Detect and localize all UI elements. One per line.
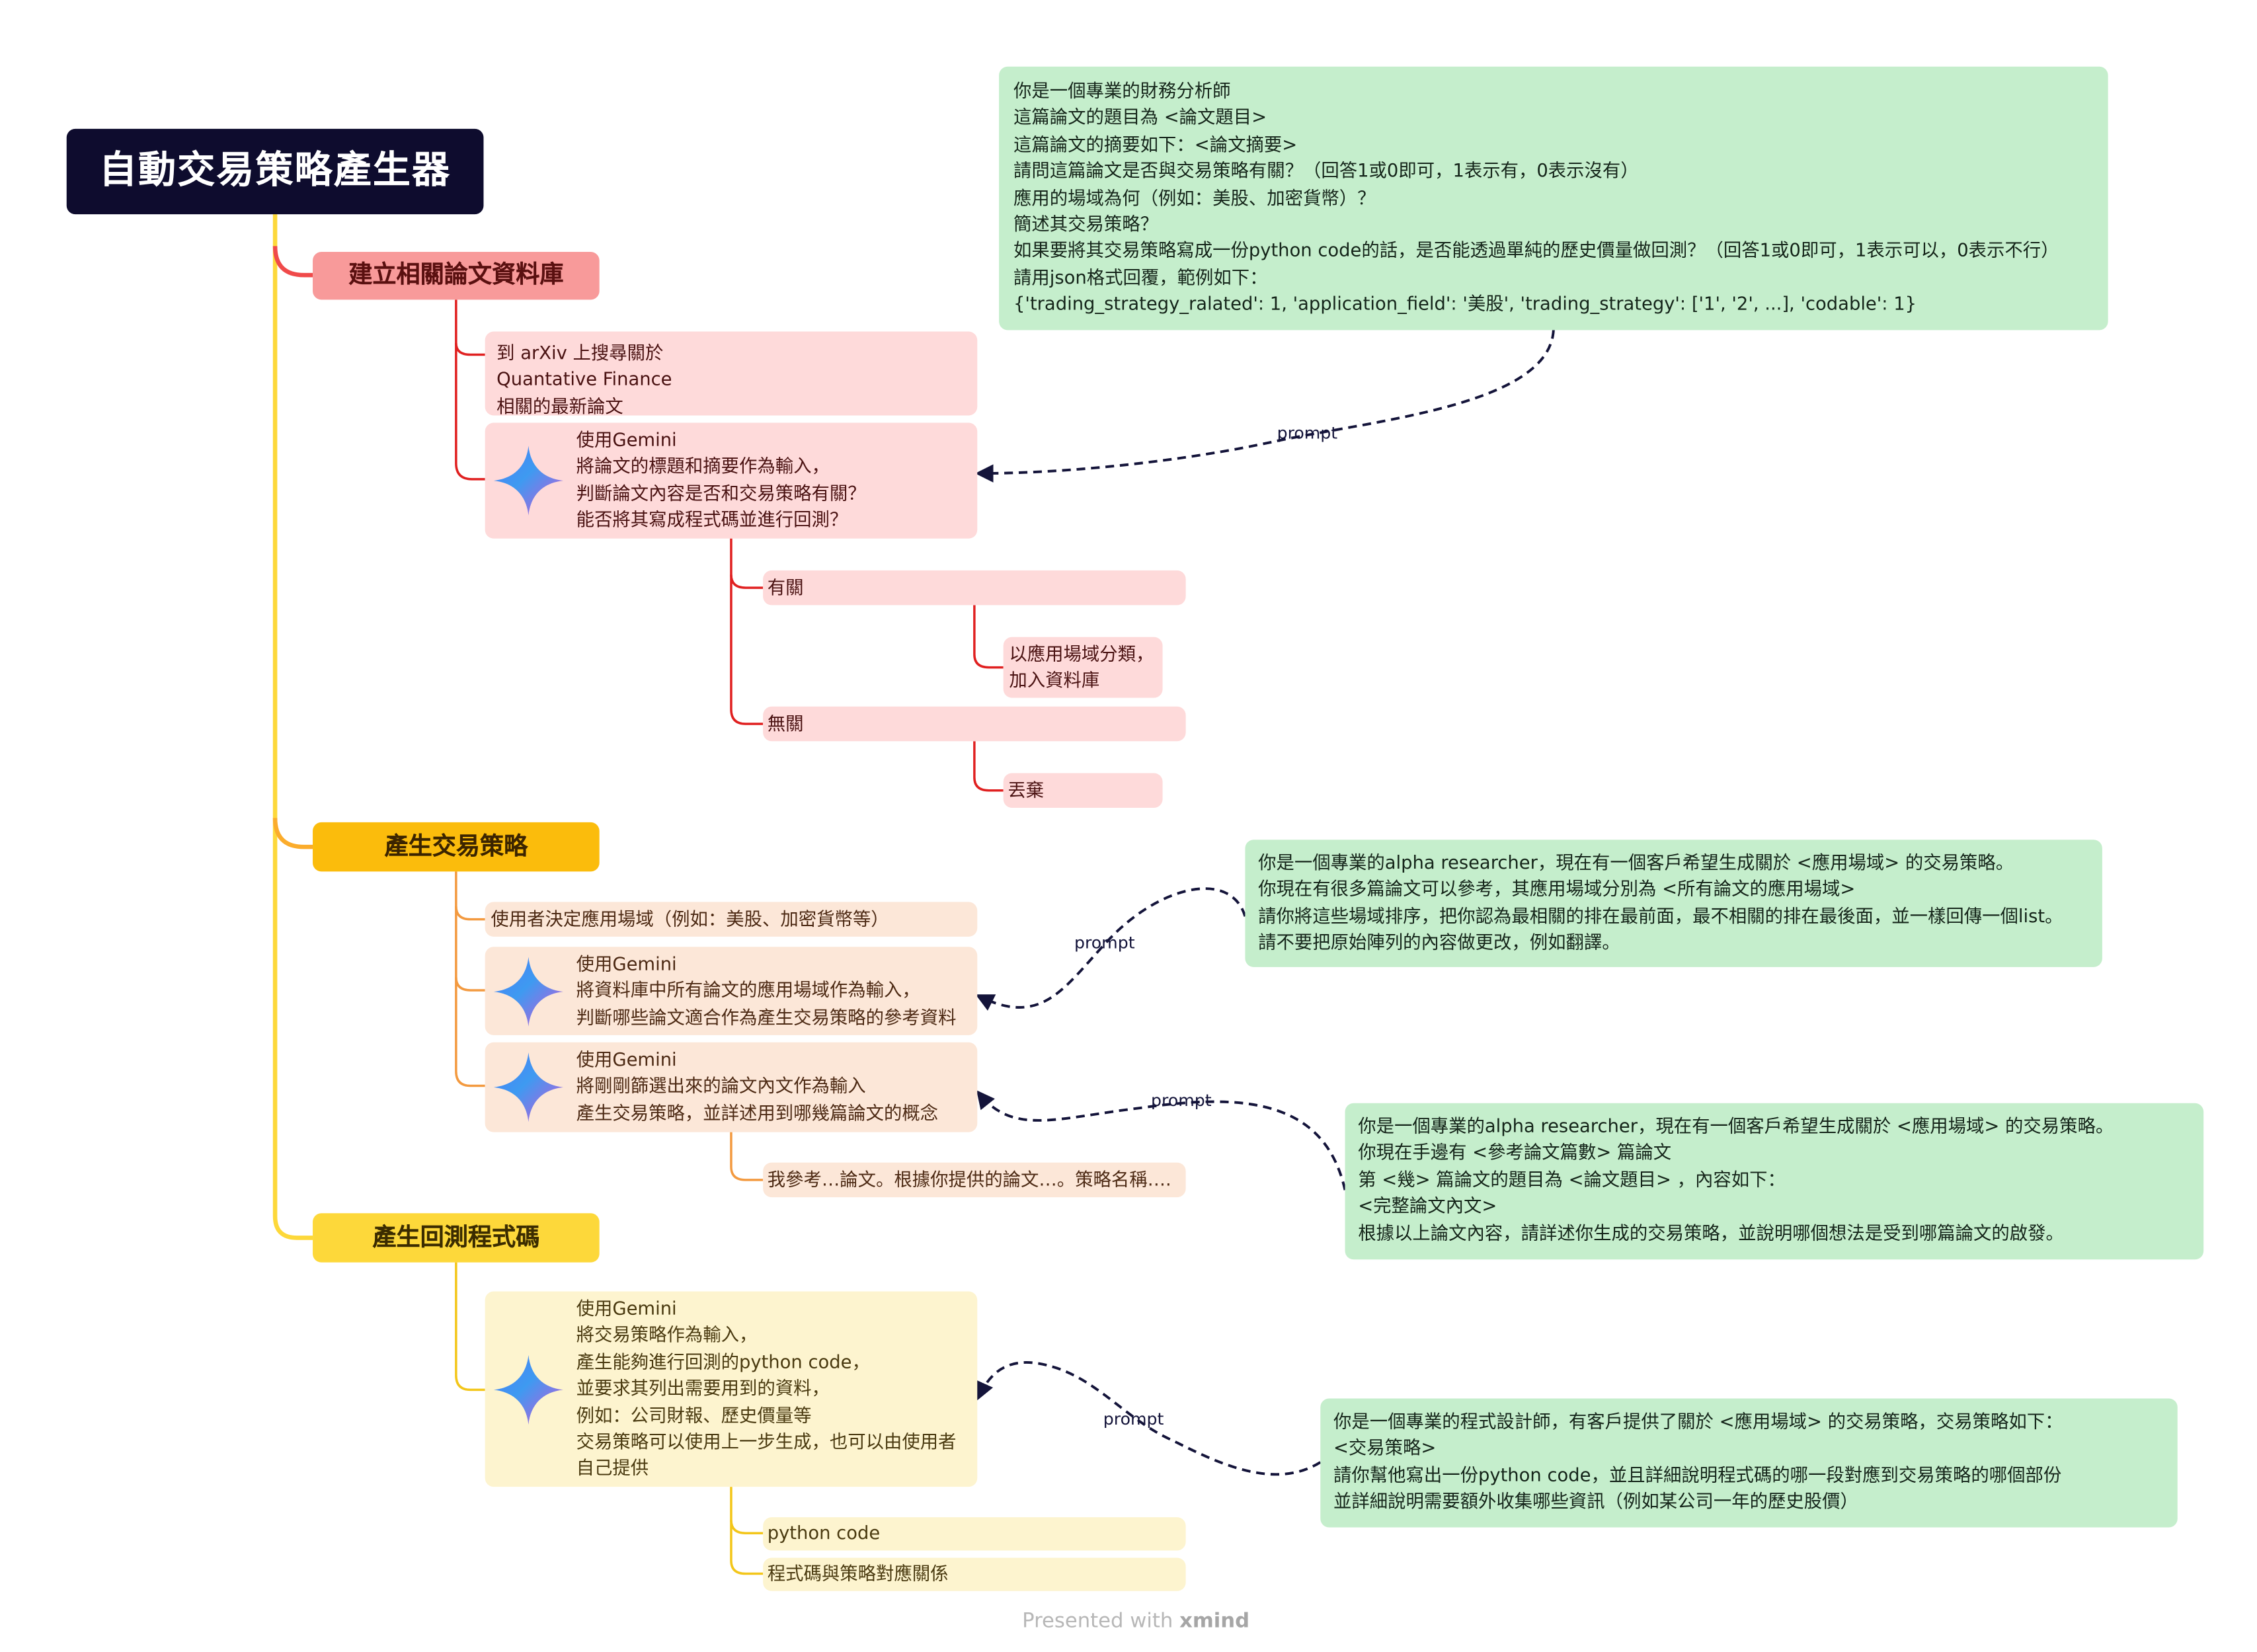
line: 到 arXiv 上搜尋關於 bbox=[496, 341, 664, 364]
line: 你是一個專業的alpha researcher，現在有一個客戶希望生成關於 <應… bbox=[1258, 851, 2014, 873]
prompt-label: prompt bbox=[1277, 422, 1338, 444]
prompt-box-strategy-generation[interactable]: 你是一個專業的alpha researcher，現在有一個客戶希望生成關於 <應… bbox=[1345, 1103, 2204, 1260]
node-gemini-select-papers[interactable]: 使用Gemini 將資料庫中所有論文的應用場域作為輸入， 判斷哪些論文適合作為產… bbox=[485, 947, 978, 1035]
node-gemini-classify[interactable]: 使用Gemini 將論文的標題和摘要作為輸入， 判斷論文內容是否和交易策略有關？… bbox=[485, 422, 978, 539]
node-unrelated[interactable]: 無關 bbox=[763, 706, 1186, 742]
root-title[interactable]: 自動交易策略產生器 bbox=[66, 128, 484, 215]
line: Quantative Finance bbox=[496, 368, 672, 390]
gemini-star-icon bbox=[493, 446, 563, 516]
line: 你是一個專業的財務分析師 bbox=[1013, 79, 1231, 102]
prompt-label: prompt bbox=[1103, 1408, 1164, 1429]
node-arxiv-search[interactable]: 到 arXiv 上搜尋關於 Quantative Finance 相關的最新論文 bbox=[485, 331, 978, 416]
node-related[interactable]: 有關 bbox=[763, 570, 1186, 606]
line: 例如：公司財報、歷史價量等 bbox=[576, 1403, 812, 1426]
gemini-star-icon bbox=[493, 1052, 563, 1122]
gemini-star-icon bbox=[493, 1354, 563, 1424]
line: 請用json格式回覆，範例如下： bbox=[1013, 266, 1268, 288]
node-unrelated-label: 無關 bbox=[767, 712, 804, 734]
branch-generate-backtest[interactable]: 產生回測程式碼 bbox=[313, 1213, 600, 1263]
line: 相關的最新論文 bbox=[496, 395, 623, 417]
node-user-domain-label: 使用者決定應用場域（例如：美股、加密貨幣等） bbox=[491, 908, 889, 929]
node-code-mapping[interactable]: 程式碼與策略對應關係 bbox=[763, 1557, 1186, 1591]
node-classify-add[interactable]: 以應用場域分類， 加入資料庫 bbox=[1003, 637, 1163, 698]
node-discard[interactable]: 丟棄 bbox=[1003, 773, 1163, 808]
line: 你現在手邊有 <參考論文篇數> 篇論文 bbox=[1358, 1141, 1672, 1163]
line: 交易策略可以使用上一步生成，也可以由使用者 bbox=[576, 1430, 957, 1452]
line: 你現在有很多篇論文可以參考，其應用場域分別為 <所有論文的應用場域> bbox=[1258, 878, 1856, 900]
line: 請你將這些場域排序，把你認為最相關的排在最前面，最不相關的排在最後面，並一樣回傳… bbox=[1258, 904, 2063, 927]
xmind-watermark: Presented with xmind bbox=[1022, 1610, 1249, 1633]
line: 並詳細說明需要額外收集哪些資訊（例如某公司一年的歷史股價） bbox=[1333, 1489, 1858, 1512]
line: 如果要將其交易策略寫成一份python code的話，是否能透過單純的歷史價量做… bbox=[1013, 239, 2059, 262]
line: 第 <幾> 篇論文的題目為 <論文題目> ，內容如下： bbox=[1358, 1167, 1786, 1190]
branch-generate-strategy[interactable]: 產生交易策略 bbox=[313, 822, 600, 872]
line: {'trading_strategy_ralated': 1, 'applica… bbox=[1013, 292, 1917, 315]
line: 應用的場域為何（例如：美股、加密貨幣）？ bbox=[1013, 186, 1376, 208]
branch-build-database[interactable]: 建立相關論文資料庫 bbox=[313, 252, 600, 300]
line: 以應用場域分類， bbox=[1009, 643, 1154, 665]
node-reference-output[interactable]: 我參考…論文。根據你提供的論文…。策略名稱…. bbox=[763, 1162, 1186, 1198]
line: 並要求其列出需要用到的資料， bbox=[576, 1377, 830, 1399]
watermark-brand: xmind bbox=[1179, 1610, 1250, 1633]
prompt-box-code-generation[interactable]: 你是一個專業的程式設計師，有客戶提供了關於 <應用場域> 的交易策略，交易策略如… bbox=[1320, 1398, 2178, 1528]
line: 你是一個專業的alpha researcher，現在有一個客戶希望生成關於 <應… bbox=[1358, 1115, 2114, 1137]
line: 產生交易策略，並詳述用到哪幾篇論文的概念 bbox=[576, 1101, 939, 1124]
node-reference-label: 我參考…論文。根據你提供的論文…。策略名稱…. bbox=[767, 1168, 1171, 1191]
line: 判斷哪些論文適合作為產生交易策略的參考資料 bbox=[576, 1005, 957, 1028]
line: 產生能夠進行回測的python code， bbox=[576, 1350, 870, 1372]
line: 你是一個專業的程式設計師，有客戶提供了關於 <應用場域> 的交易策略，交易策略如… bbox=[1333, 1410, 2063, 1432]
node-related-label: 有關 bbox=[767, 576, 804, 598]
line: 使用Gemini bbox=[576, 428, 677, 451]
line: <交易策略> bbox=[1333, 1436, 1437, 1459]
line: 簡述其交易策略？ bbox=[1013, 212, 1159, 235]
node-gemini-generate-code[interactable]: 使用Gemini 將交易策略作為輸入， 產生能夠進行回測的python code… bbox=[485, 1291, 978, 1487]
prompt-label: prompt bbox=[1074, 932, 1135, 953]
line: 根據以上論文內容，請詳述你生成的交易策略，並說明哪個想法是受到哪篇論文的啟發。 bbox=[1358, 1221, 2064, 1243]
gemini-star-icon bbox=[493, 956, 563, 1026]
line: 將資料庫中所有論文的應用場域作為輸入， bbox=[576, 979, 920, 1002]
line: 能否將其寫成程式碼並進行回測？ bbox=[576, 508, 848, 531]
prompt-box-financial-analyst[interactable]: 你是一個專業的財務分析師 這篇論文的題目為 <論文題目> 這篇論文的摘要如下：<… bbox=[999, 66, 2108, 331]
line: 使用Gemini bbox=[576, 1297, 677, 1319]
line: 這篇論文的摘要如下：<論文摘要> bbox=[1013, 133, 1298, 155]
node-python-code[interactable]: python code bbox=[763, 1517, 1186, 1551]
prompt-label: prompt bbox=[1151, 1090, 1212, 1111]
node-user-domain[interactable]: 使用者決定應用場域（例如：美股、加密貨幣等） bbox=[485, 902, 978, 937]
line: 使用Gemini bbox=[576, 953, 677, 974]
line: 加入資料庫 bbox=[1009, 669, 1100, 691]
line: 判斷論文內容是否和交易策略有關？ bbox=[576, 481, 866, 504]
line: 將剛剛篩選出來的論文內文作為輸入 bbox=[576, 1074, 866, 1097]
prompt-box-domain-ranking[interactable]: 你是一個專業的alpha researcher，現在有一個客戶希望生成關於 <應… bbox=[1245, 840, 2102, 967]
watermark-prefix: Presented with bbox=[1022, 1610, 1173, 1633]
node-python-code-label: python code bbox=[767, 1521, 881, 1544]
node-discard-label: 丟棄 bbox=[1008, 779, 1045, 801]
node-gemini-generate-strategy[interactable]: 使用Gemini 將剛剛篩選出來的論文內文作為輸入 產生交易策略，並詳述用到哪幾… bbox=[485, 1042, 978, 1132]
line: 這篇論文的題目為 <論文題目> bbox=[1013, 106, 1267, 128]
line: 自己提供 bbox=[576, 1457, 649, 1479]
line: <完整論文內文> bbox=[1358, 1195, 1497, 1217]
line: 將論文的標題和摘要作為輸入， bbox=[576, 455, 830, 477]
line: 請問這篇論文是否與交易策略有關？（回答1或0即可，1表示有，0表示沒有） bbox=[1013, 159, 1639, 182]
node-code-mapping-label: 程式碼與策略對應關係 bbox=[767, 1562, 949, 1584]
line: 請你幫他寫出一份python code，並且詳細說明程式碼的哪一段對應到交易策略… bbox=[1333, 1463, 2062, 1485]
line: 將交易策略作為輸入， bbox=[576, 1323, 758, 1346]
line: 請不要把原始陣列的內容做更改，例如翻譯。 bbox=[1258, 931, 1620, 953]
line: 使用Gemini bbox=[576, 1048, 677, 1070]
